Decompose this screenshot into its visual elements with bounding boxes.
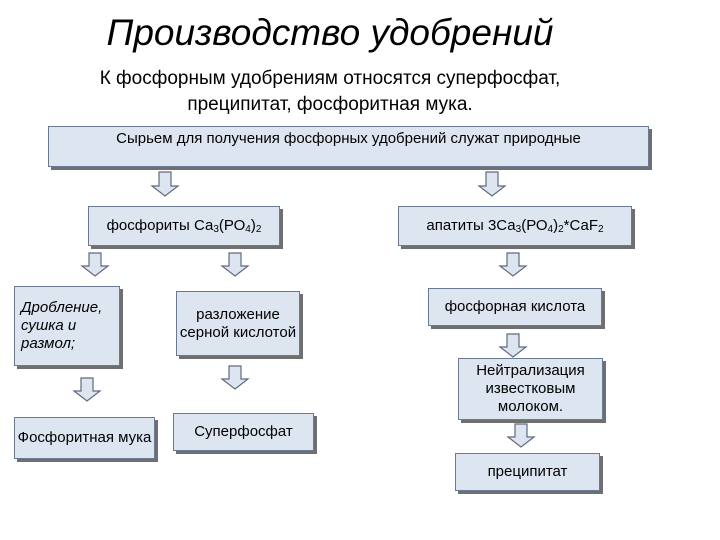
phosphorites-formula: фосфориты Са3(РО4)2 [106, 216, 262, 235]
apatites-formula: апатиты 3Са3(РО4)2*СаF2 [426, 216, 604, 235]
apatites-box: апатиты 3Са3(РО4)2*СаF2 [398, 206, 632, 246]
decomposition-box: разложение серной кислотой [176, 291, 300, 356]
arrow-down-icon [498, 333, 528, 358]
crushing-text: Дробление, сушка и размол; [21, 299, 103, 352]
arrow-down-icon [506, 423, 536, 448]
arrow-down-icon [72, 377, 102, 402]
arrow-down-icon [498, 252, 528, 277]
precipitate-box: преципитат [455, 453, 600, 491]
arrow-down-icon [80, 252, 110, 277]
raw-materials-box: Сырьем для получения фосфорных удобрений… [48, 126, 649, 167]
subtitle-line-1: К фосфорным удобрениям относятся суперфо… [99, 68, 561, 89]
page-title: Производство удобрений [106, 12, 554, 53]
superphosphate-text: Суперфосфат [194, 423, 293, 440]
raw-materials-text: Сырьем для получения фосфорных удобрений… [116, 130, 581, 147]
precipitate-text: преципитат [487, 463, 568, 480]
subtitle-line-2: преципитат, фосфоритная мука. [187, 94, 473, 115]
decomposition-text: разложение серной кислотой [179, 305, 297, 341]
phosphorite-flour-box: Фосфоритная мука [14, 417, 155, 459]
arrow-down-icon [220, 365, 250, 390]
phosphorites-box: фосфориты Са3(РО4)2 [88, 206, 280, 246]
crushing-box: Дробление, сушка и размол; [14, 286, 120, 366]
superphosphate-box: Суперфосфат [173, 413, 314, 451]
phosphorite-flour-text: Фосфоритная мука [17, 429, 152, 446]
phosphoric-acid-box: фосфорная кислота [428, 288, 602, 326]
arrow-down-icon [150, 171, 180, 197]
arrow-down-icon [220, 252, 250, 277]
neutralization-text: Нейтрализация известковым молоком. [476, 362, 585, 415]
arrow-down-icon [477, 171, 507, 197]
phosphoric-acid-text: фосфорная кислота [444, 298, 586, 315]
neutralization-box: Нейтрализация известковым молоком. [458, 358, 603, 420]
